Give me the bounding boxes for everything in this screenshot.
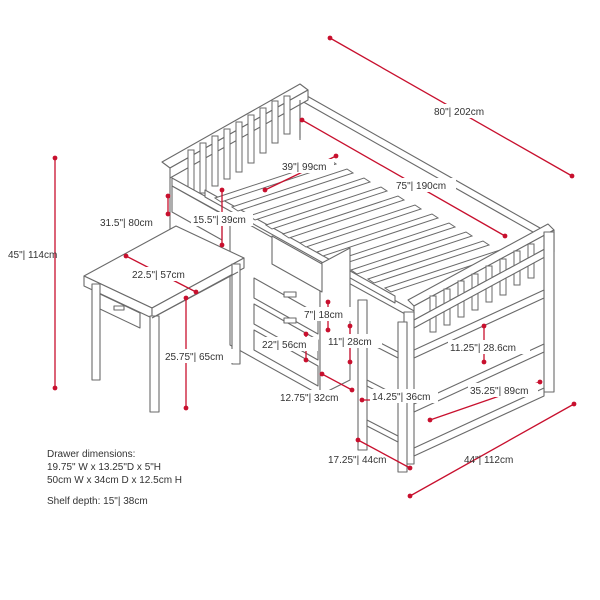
drawer-dimensions-metric: 50cm W x 34cm D x 12.5cm H xyxy=(47,475,183,486)
label-mattress-width: 39"| 99cm xyxy=(282,162,327,173)
label-desk-depth: 22.5"| 57cm xyxy=(132,270,185,281)
label-shelf-height: 11.25"| 28.6cm xyxy=(450,343,516,354)
deck-slats xyxy=(213,159,508,293)
label-ladder-depth: 17.25"| 44cm xyxy=(328,455,386,466)
top-drawer xyxy=(271,235,323,293)
drawer-dimensions-imperial: 19.75" W x 13.25"D x 5"H xyxy=(47,462,162,473)
ladder xyxy=(357,299,408,473)
specification-notes: Drawer dimensions: 19.75" W x 13.25"D x … xyxy=(47,448,182,508)
dimension-labels: 80"| 202cm 75"| 190cm 39"| 99cm 45"| 114… xyxy=(8,104,538,466)
middle-shelf xyxy=(413,343,545,413)
desk xyxy=(83,225,245,413)
upper-shelf xyxy=(413,289,545,359)
drawer-dimensions-title: Drawer dimensions: xyxy=(47,449,136,460)
label-overall-height: 45"| 114cm xyxy=(8,250,57,261)
headboard-slats xyxy=(187,95,291,201)
label-shelf-width: 35.25"| 89cm xyxy=(470,386,528,397)
label-drawer-spacing: 7"| 18cm xyxy=(304,310,343,321)
label-overall-width: 44"| 112cm xyxy=(464,455,513,466)
label-desk-height: 25.75"| 65cm xyxy=(165,352,223,363)
desk-leg-front-left xyxy=(91,283,101,381)
shelf-depth-note: Shelf depth: 15"| 38cm xyxy=(47,496,148,507)
label-mattress-length: 75"| 190cm xyxy=(396,181,446,192)
label-overall-length: 80"| 202cm xyxy=(434,107,484,118)
label-drawer-unit-height: 22"| 56cm xyxy=(262,340,307,351)
label-ladder-step: 11"| 28cm xyxy=(328,337,372,348)
label-desk-clearance: 31.5"| 80cm xyxy=(100,218,153,229)
drawer-handle-icon xyxy=(283,291,297,298)
desk-leg-front-right xyxy=(149,315,160,413)
label-drawer-unit-width: 12.75"| 32cm xyxy=(280,393,338,404)
bottom-shelf xyxy=(413,387,545,457)
desk-leg-back-right xyxy=(231,263,241,365)
label-top-drawer-height: 15.5"| 39cm xyxy=(193,215,246,226)
desk-drawer-handle-icon xyxy=(113,305,125,311)
label-ladder-width: 14.25"| 36cm xyxy=(372,392,430,403)
